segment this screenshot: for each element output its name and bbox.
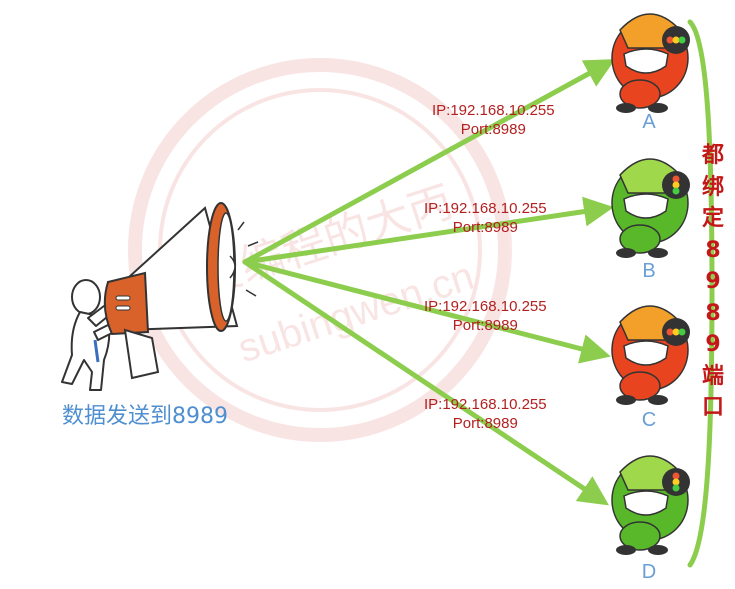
receiver-c-icon <box>612 306 690 405</box>
note-char: 9 <box>699 266 727 298</box>
receiver-d-icon <box>612 456 690 555</box>
receiver-d-label: D <box>634 561 664 584</box>
sender-caption: 数据发送到8989 <box>62 398 228 430</box>
bound-port-note: 都 绑 定 8 9 8 9 端 口 <box>699 140 727 424</box>
link-label-d: IP:192.168.10.255 Port:8989 <box>424 395 547 433</box>
link-c-ip: IP:192.168.10.255 <box>424 297 547 316</box>
link-a-port: Port:8989 <box>432 120 555 139</box>
note-char: 9 <box>699 329 727 361</box>
link-label-a: IP:192.168.10.255 Port:8989 <box>432 101 555 139</box>
link-b-port: Port:8989 <box>424 218 547 237</box>
note-char: 口 <box>699 392 727 424</box>
link-a-ip: IP:192.168.10.255 <box>432 101 555 120</box>
mascot-c <box>612 306 690 405</box>
link-d-ip: IP:192.168.10.255 <box>424 395 547 414</box>
receiver-a-icon <box>612 14 690 113</box>
link-b-ip: IP:192.168.10.255 <box>424 199 547 218</box>
note-char: 定 <box>699 203 727 235</box>
note-char: 8 <box>699 298 727 330</box>
receiver-c-label: C <box>634 409 664 432</box>
mascot-d <box>612 456 690 555</box>
link-d-port: Port:8989 <box>424 414 547 433</box>
receiver-a-label: A <box>634 111 664 134</box>
note-char: 8 <box>699 235 727 267</box>
receiver-b-label: B <box>634 260 664 283</box>
note-char: 都 <box>699 140 727 172</box>
receiver-b-icon <box>612 159 690 258</box>
note-char: 绑 <box>699 172 727 204</box>
link-c-port: Port:8989 <box>424 316 547 335</box>
mascot-b <box>612 159 690 258</box>
link-label-c: IP:192.168.10.255 Port:8989 <box>424 297 547 335</box>
mascot-a <box>612 14 690 113</box>
link-label-b: IP:192.168.10.255 Port:8989 <box>424 199 547 237</box>
note-char: 端 <box>699 361 727 393</box>
